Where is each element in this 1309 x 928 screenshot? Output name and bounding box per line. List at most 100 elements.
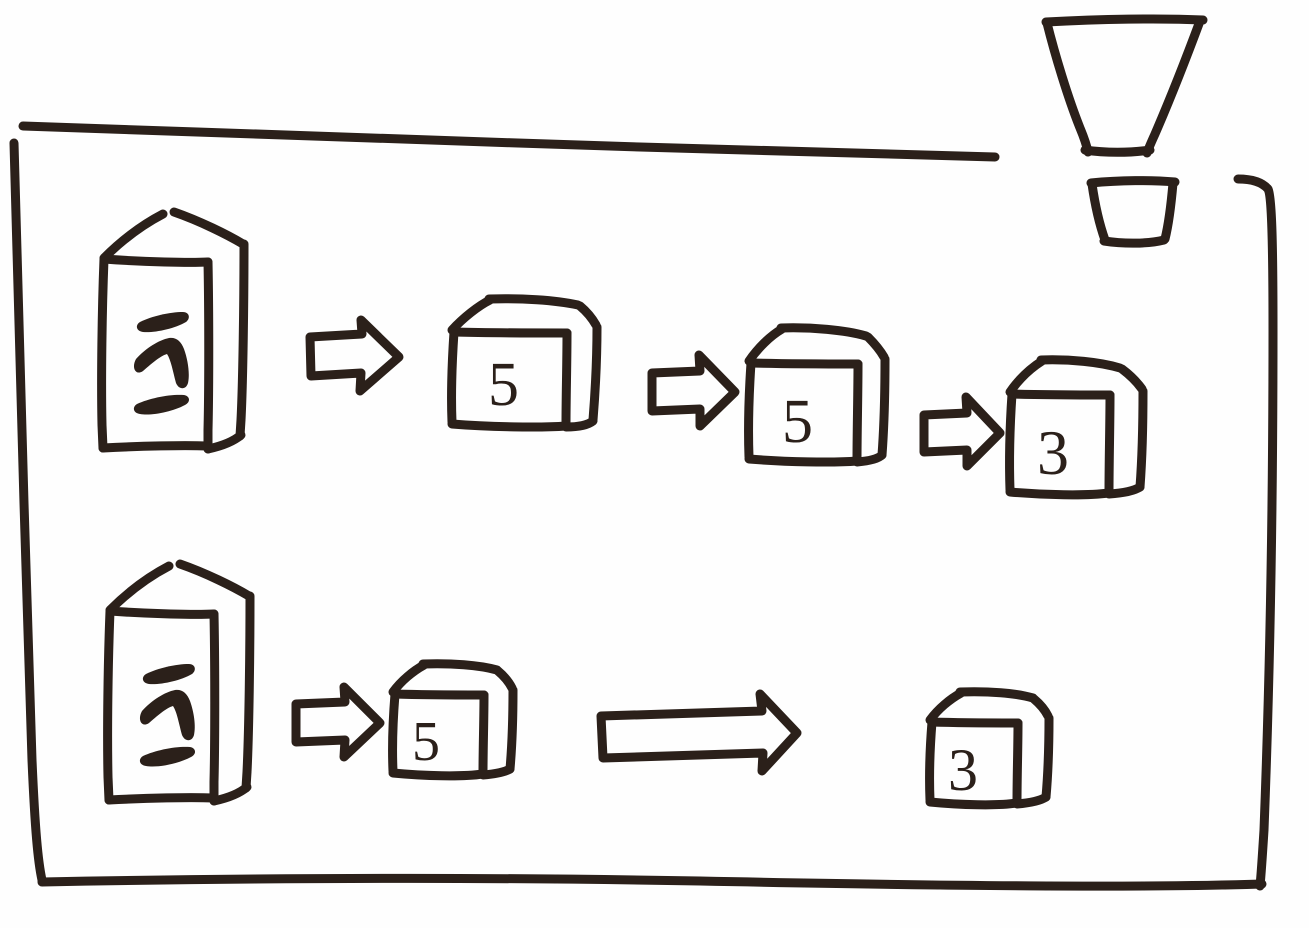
cube-top-3-side-face-right	[1135, 386, 1148, 492]
cube-bottom-2-front-top	[927, 717, 1023, 728]
cube-top-2-top-face-right	[863, 332, 889, 362]
cube-top-2-side-face-bottom	[852, 450, 887, 467]
tall-box-front-face	[97, 254, 109, 453]
arrow-top-2-outline	[647, 350, 740, 431]
cube-top-1: 5	[447, 294, 602, 432]
cube-top-2: 5	[744, 323, 890, 467]
cube-top-3-front-top	[1007, 389, 1115, 400]
container-square-bottom	[1099, 235, 1169, 248]
cube-bottom-1-label: 5	[412, 711, 440, 773]
arrow-top-1	[305, 315, 404, 396]
cube-bottom-1-top-face-left	[388, 660, 429, 697]
cube-bottom-1-top-face-right	[493, 666, 517, 693]
cube-bottom-2-front-left	[925, 717, 937, 805]
arrow-bottom-long	[596, 689, 802, 776]
cube-top-1-side-face-right	[588, 322, 602, 425]
cube-top-1-front-right	[561, 328, 572, 428]
cube-top-3-top-face-back	[1036, 355, 1125, 373]
cube-bottom-1-front-top	[390, 689, 489, 700]
frame-right-edge	[1233, 174, 1278, 891]
tall-box-2-top-face-back	[175, 559, 254, 601]
tall-box-2-mark-dash-top	[142, 664, 195, 685]
tall-box-mark-dash-top	[136, 312, 189, 333]
cube-bottom-2: 3	[925, 687, 1054, 810]
cube-top-1-side-face-bottom	[561, 416, 598, 432]
cube-bottom-1-front-left	[388, 689, 400, 776]
cube-bottom-2-side-face-right	[1041, 713, 1054, 802]
cube-bottom-2-top-face-back	[955, 687, 1038, 703]
cube-bottom-2-side-face-bottom	[1012, 792, 1051, 809]
cube-top-2-label: 5	[782, 388, 813, 456]
tall-box-2-front-face	[103, 606, 115, 805]
cube-bottom-2-label: 3	[948, 737, 978, 803]
tall-box-top-row	[97, 207, 249, 454]
arrow-top-3-outline	[919, 392, 1005, 471]
cube-top-2-front-top	[746, 358, 863, 369]
cube-bottom-1-top-face-back	[418, 659, 502, 675]
cube-top-2-top-face-left	[744, 324, 787, 366]
sketch-frame	[9, 121, 1278, 891]
tall-box-2-mark-caret	[139, 689, 195, 741]
tall-box-2-front-top	[105, 606, 219, 619]
cube-bottom-2-front-right	[1012, 718, 1023, 807]
cube-bottom-1: 5	[388, 659, 518, 781]
tall-box-2-right-face-bottom	[209, 782, 252, 806]
tall-box-2-mark-dash-bottom	[139, 746, 196, 767]
cube-top-1-top-face-back	[484, 294, 583, 310]
cube-top-2-side-face-right	[877, 354, 890, 460]
cube-top-3-top-face-left	[1005, 356, 1047, 397]
cube-bottom-1-side-face-right	[505, 685, 518, 774]
cube-top-3: 3	[1005, 355, 1148, 500]
cube-top-3-front-bottom	[1005, 487, 1114, 500]
container-square-icon	[1086, 176, 1180, 188]
frame-left-edge	[9, 138, 47, 885]
tall-box-top-face-back	[169, 207, 248, 249]
tall-box-2-top-face-left	[105, 561, 174, 615]
cube-top-2-top-face-back	[776, 323, 871, 341]
tall-box-front-right	[203, 257, 214, 454]
cube-top-3-front-left	[1005, 389, 1017, 495]
arrow-top-2	[647, 350, 740, 431]
tall-box-right-face-edge	[235, 239, 249, 441]
cube-top-3-front-right	[1104, 390, 1115, 497]
cube-top-2-front-right	[852, 359, 863, 465]
arrow-bottom-long-outline	[596, 689, 802, 776]
tall-box-mark-dash-bottom	[133, 394, 190, 415]
tall-box-2-right-face-edge	[241, 591, 255, 793]
tall-box-top-face-left	[99, 209, 168, 263]
cube-top-2-front-bottom	[744, 454, 862, 467]
tall-box-front-bottom	[98, 441, 212, 453]
container-square-right	[1160, 178, 1178, 244]
tall-box-bottom-row	[103, 559, 255, 806]
arrow-top-3	[919, 392, 1005, 471]
arrow-bottom-1	[291, 682, 385, 762]
cube-bottom-1-front-right	[478, 690, 489, 778]
cube-bottom-2-top-face-left	[925, 688, 966, 725]
funnel-left-side	[1042, 18, 1093, 157]
container-square-left	[1087, 179, 1110, 245]
cube-top-3-top-face-right	[1117, 364, 1147, 394]
tall-box-right-face-bottom	[203, 430, 246, 454]
funnel-and-container	[1041, 14, 1208, 248]
cube-top-1-top-face-right	[575, 301, 601, 330]
cube-top-3-label: 3	[1037, 417, 1069, 488]
cube-top-1-front-left	[447, 327, 459, 427]
frame-top-edge	[18, 121, 1000, 162]
tall-box-2-front-right	[209, 609, 220, 806]
cube-bottom-1-side-face-bottom	[478, 764, 515, 780]
funnel-icon	[1041, 14, 1208, 27]
cube-top-3-side-face-bottom	[1104, 482, 1145, 499]
tall-box-front-top	[99, 254, 213, 267]
cube-top-1-front-top	[449, 327, 572, 338]
funnel-right-side	[1142, 16, 1205, 158]
cube-top-2-front-left	[744, 358, 756, 462]
tall-box-2-front-bottom	[104, 793, 218, 805]
funnel-spout-bottom	[1080, 145, 1155, 157]
cube-top-1-top-face-left	[447, 295, 495, 335]
cube-top-1-front-bottom	[447, 419, 571, 432]
frame-bottom-edge	[37, 873, 1267, 891]
arrow-top-1-outline	[305, 315, 404, 396]
cube-bottom-2-top-face-right	[1029, 694, 1053, 721]
